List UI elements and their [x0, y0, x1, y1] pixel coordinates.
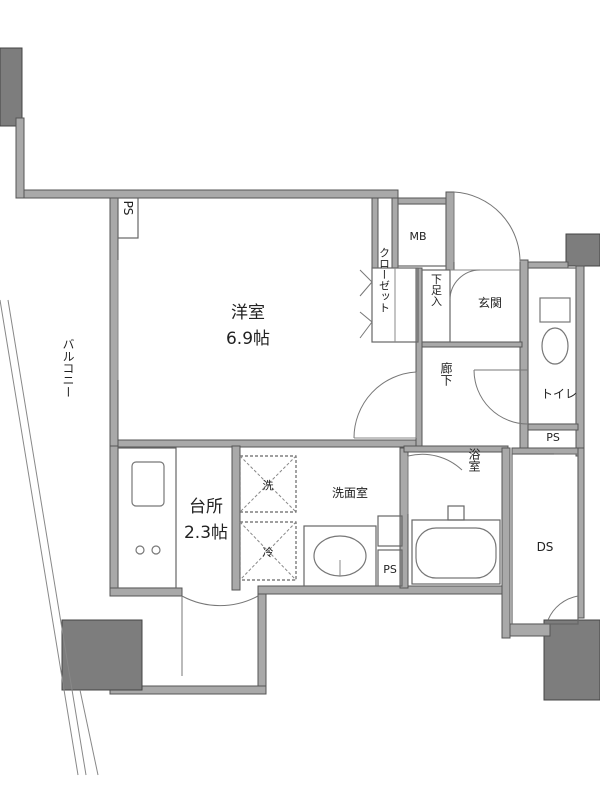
bathroom-label: 浴室 [467, 448, 481, 472]
balcony-label: バルコニー [61, 338, 75, 398]
wall-kitchen-bottom [109, 587, 183, 597]
wall-wash-left [231, 445, 241, 591]
column-bottom-right [543, 619, 600, 701]
wall-ds-top [511, 447, 583, 455]
wall-bath-top [403, 445, 509, 453]
door-kitchen-out [181, 595, 259, 676]
fridge-space [239, 521, 297, 581]
column-top-left [0, 47, 23, 127]
wall-left-western [109, 197, 119, 447]
column-right-top [565, 233, 600, 267]
toilet-label: トイレ [541, 387, 577, 401]
door-entrance [453, 191, 521, 263]
western-room-name: 洋室 [231, 303, 265, 323]
door-ds [547, 453, 579, 621]
balcony-rail-inner [7, 299, 87, 776]
door-western [353, 371, 417, 439]
washer-diag-1 [239, 455, 297, 513]
kitchen-sink [131, 461, 165, 507]
wall-mb-top [397, 197, 449, 205]
balcony-rail-lower [79, 689, 99, 776]
door-shoe-box [449, 269, 481, 301]
toilet-room [527, 267, 577, 425]
bathtub [415, 527, 497, 579]
wall-hall-left [415, 267, 423, 449]
wall-top-left-stub [15, 117, 25, 199]
wall-western-kitchen [117, 439, 419, 448]
mb-label: MB [409, 230, 426, 243]
wall-entrance-right [519, 259, 529, 451]
ps-label-toilet: PS [546, 431, 560, 444]
vanity-counter [303, 525, 377, 587]
fridge-diag-2 [239, 521, 297, 581]
ps-box-top-left [117, 197, 139, 239]
shoe-box-label: 下足入 [430, 274, 443, 307]
door-toilet [473, 369, 529, 425]
wall-entry-right [257, 587, 267, 693]
bath-faucet [447, 505, 465, 521]
wall-mb-right [445, 191, 455, 271]
door-closet [359, 269, 373, 339]
washer-label: 洗 [263, 479, 274, 492]
western-room-size: 6.9帖 [226, 329, 270, 349]
ds-label: DS [537, 540, 554, 554]
closet-label: クローゼット [378, 247, 391, 313]
ps-label-top-left: PS [121, 201, 135, 216]
wall-toilet-ps [527, 423, 579, 431]
ps-label-wash: PS [383, 563, 397, 576]
wall-left-kitchen [109, 445, 119, 595]
toilet-tank [539, 297, 571, 323]
balcony-rail-outer [0, 299, 79, 776]
kitchen-size: 2.3帖 [184, 523, 228, 543]
entrance-label: 玄関 [478, 295, 502, 310]
wall-hall-top [421, 341, 523, 348]
stove-burner-right [151, 545, 161, 555]
wall-wet-bottom [257, 585, 511, 595]
ds-box [511, 453, 579, 625]
wall-ds-bottom [509, 623, 551, 637]
washer-diag-2 [239, 455, 297, 513]
small-cabinet [377, 515, 403, 547]
kitchen-counter [117, 447, 177, 589]
mb-box [397, 203, 447, 267]
toilet-bowl [541, 327, 569, 365]
wall-ds-right [577, 447, 585, 619]
column-balcony [61, 619, 143, 691]
fridge-label: 冷 [263, 546, 274, 559]
interior-lines [0, 197, 579, 776]
shoe-box [421, 269, 451, 343]
wall-top [15, 189, 399, 199]
stove-burner-left [135, 545, 145, 555]
hallway-label: 廊下 [439, 361, 453, 386]
wall-bath-right [501, 447, 511, 639]
kitchen-name: 台所 [189, 497, 223, 517]
washroom-label: 洗面室 [332, 485, 368, 500]
wall-wash-bath [399, 447, 409, 589]
door-bath [407, 453, 463, 514]
walls [0, 47, 600, 701]
labels: 洋室 6.9帖 台所 2.3帖 洗面室 玄関 トイレ DS MB PS PS 洗… [61, 201, 577, 576]
washer-space [239, 455, 297, 513]
wall-mb-left [391, 197, 399, 269]
ps-box-wash [377, 549, 403, 587]
doors [181, 191, 579, 676]
wall-toilet-top [527, 261, 569, 269]
